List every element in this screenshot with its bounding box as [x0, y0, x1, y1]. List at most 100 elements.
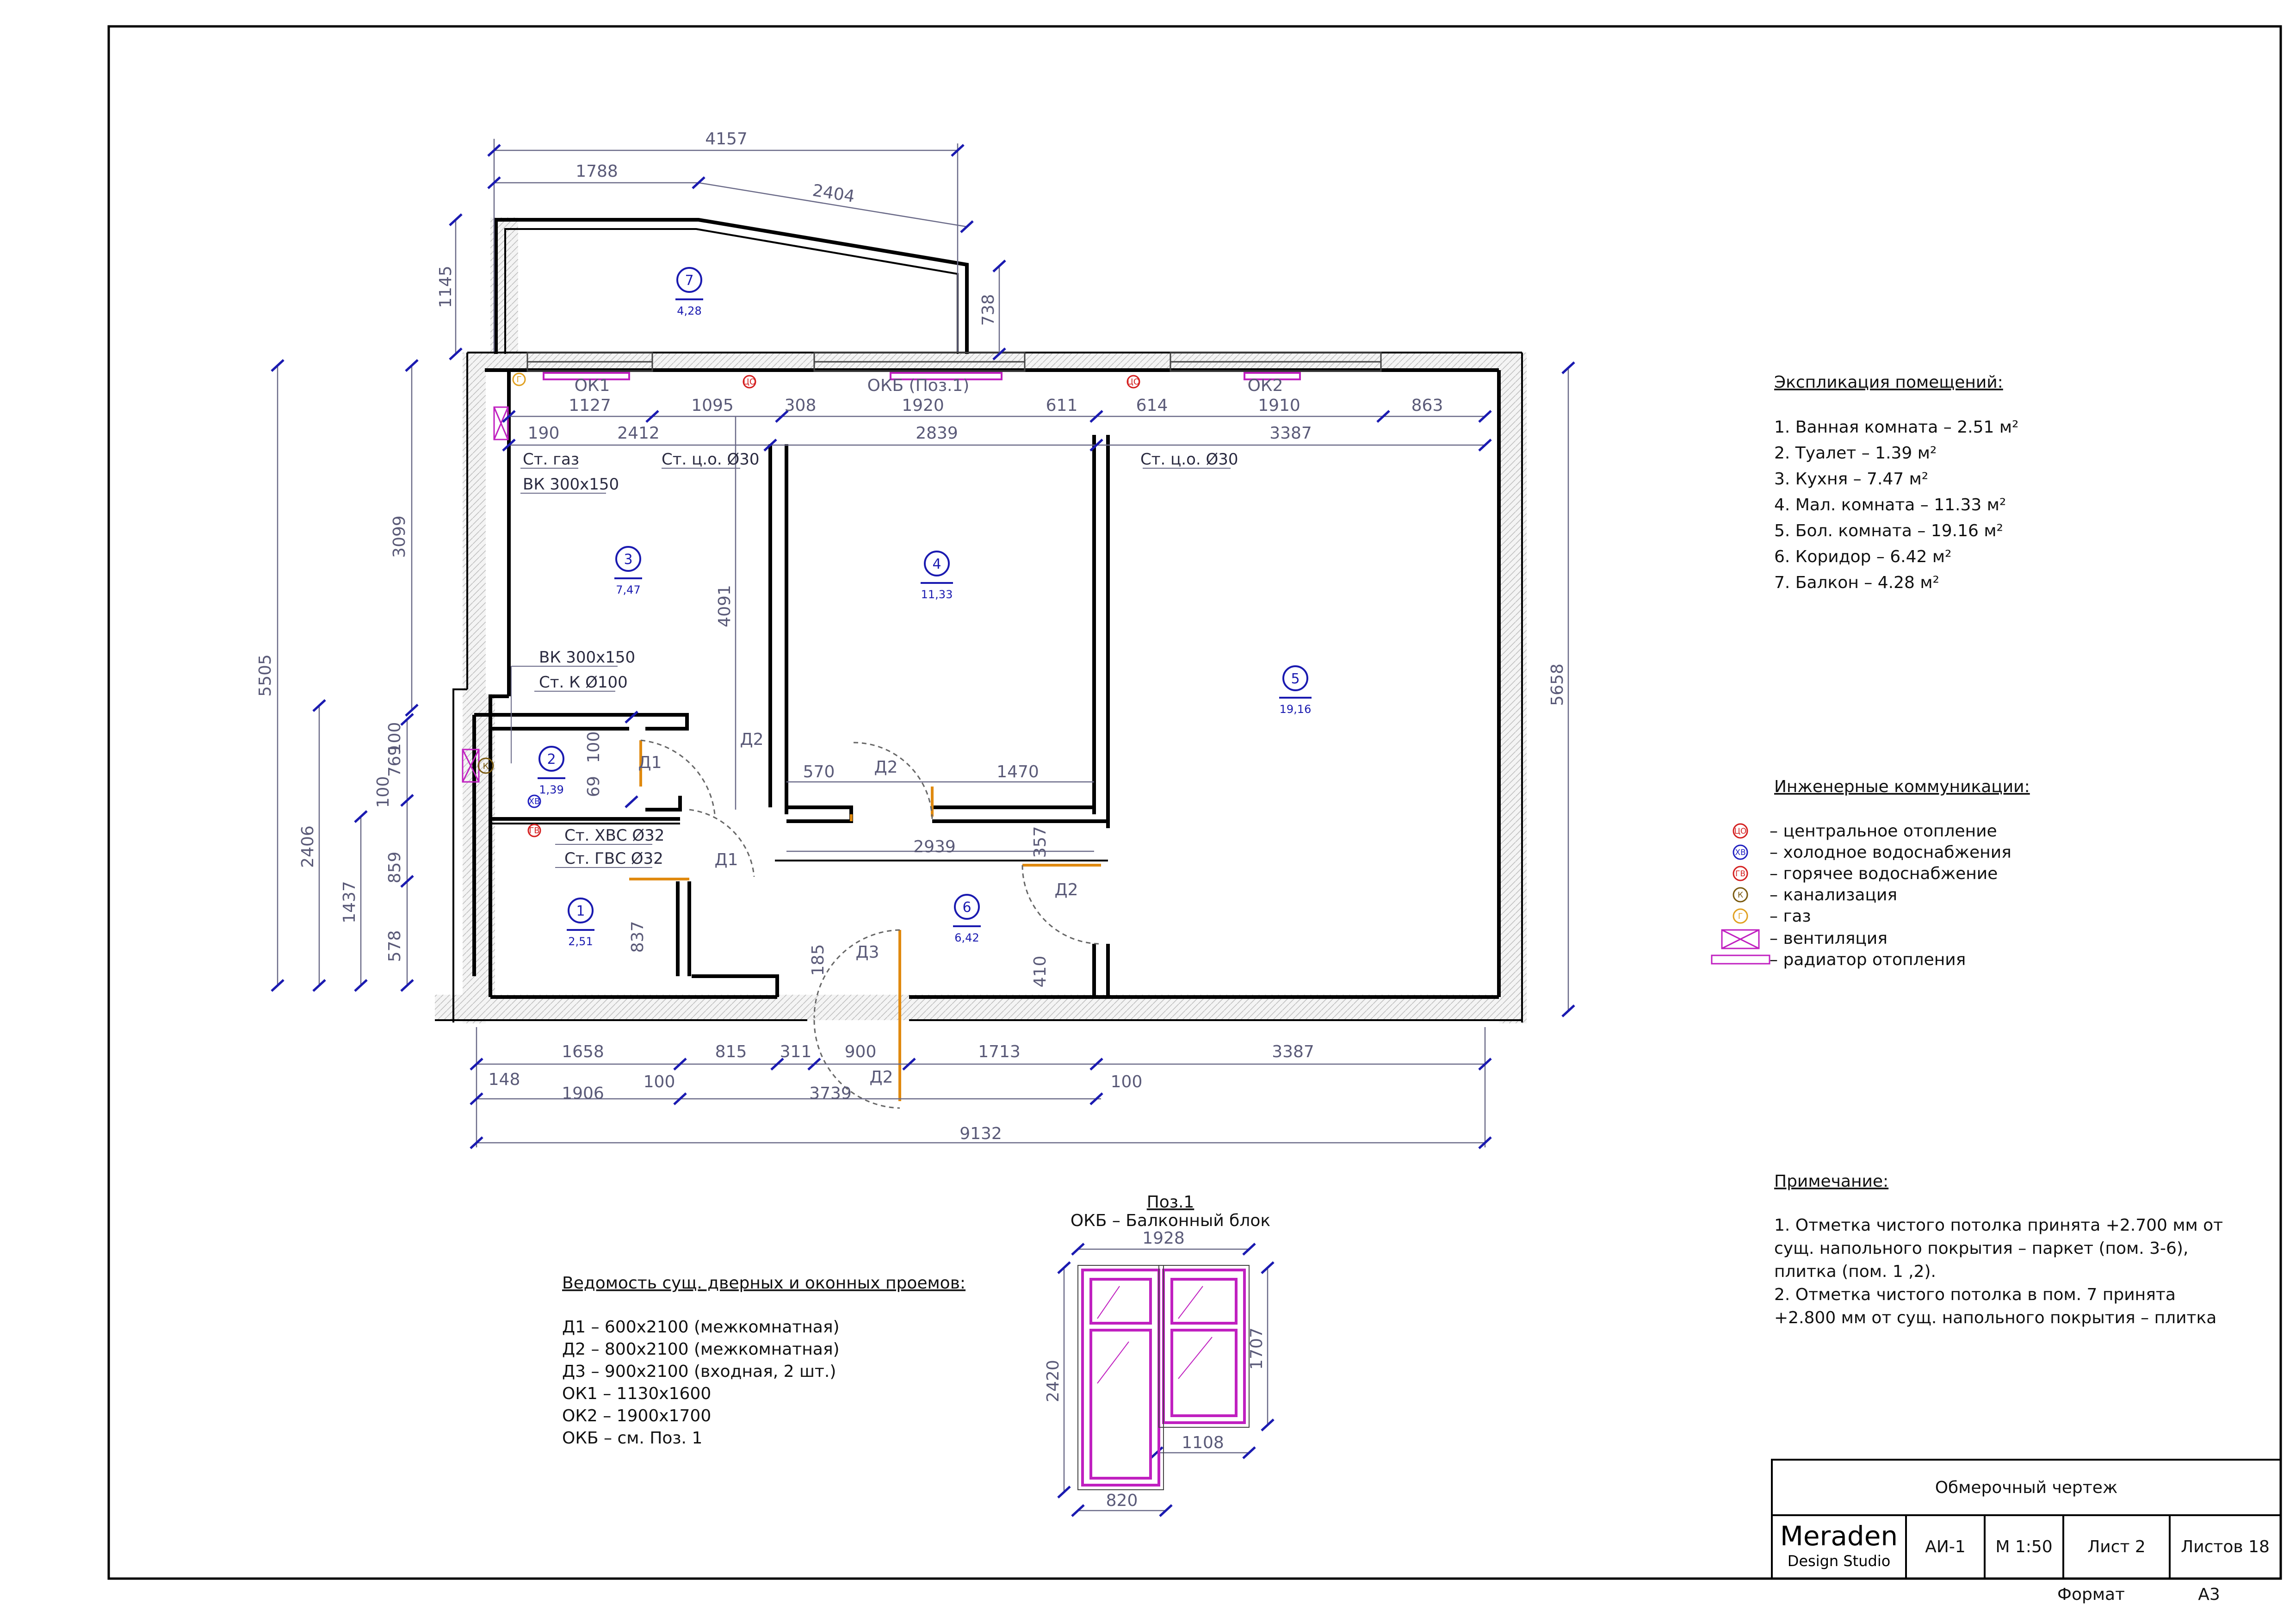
dim-small-2: 837 — [628, 921, 647, 953]
svg-text:ЦО: ЦО — [1127, 377, 1140, 387]
dim-left-stack-3: 859 — [385, 852, 404, 884]
radiators — [543, 372, 1301, 380]
svg-text:Г: Г — [1738, 912, 1743, 921]
dim-row1-0: 1127 — [569, 396, 611, 415]
note-line-5: +2.800 мм от сущ. напольного покрытия – … — [1774, 1308, 2216, 1327]
pos1-title: Поз.1 — [1147, 1193, 1194, 1212]
schedule-title: Ведомость сущ. дверных и оконных проемов… — [562, 1274, 965, 1293]
schedule-item-3: Д3 – 900х2100 (входная, 2 шт.) — [562, 1362, 836, 1381]
pos1-bottom-left: 820 — [1106, 1491, 1138, 1510]
dimension-texts: 4157 1788 2404 1145 738 1127 1095 308 19… — [256, 130, 1567, 1143]
room-2-area: 1,39 — [539, 783, 563, 796]
dim-row1-4: 611 — [1046, 396, 1078, 415]
balcony-inner — [504, 228, 959, 354]
dim-left-lower2: 1437 — [340, 881, 359, 923]
room-2-number: 2 — [547, 751, 556, 768]
legend-gas-text: – газ — [1770, 907, 1811, 926]
svg-text:К: К — [1738, 891, 1743, 900]
dim-bottom1-4: 1713 — [978, 1042, 1021, 1061]
note-title: Примечание: — [1774, 1172, 1888, 1191]
dim-left-stack-4: 578 — [385, 930, 404, 962]
dim-bottom2-3: 3739 — [809, 1084, 852, 1103]
note-line-4: 2. Отметка чистого потолка в пом. 7 прин… — [1774, 1285, 2176, 1304]
pos1-balcony-block: Поз.1 ОКБ – Балконный блок — [1044, 1193, 1275, 1517]
dim-left-stack-1: 769 — [385, 745, 404, 777]
legend-gv-text: – горячее водоснабжение — [1770, 864, 1998, 883]
note-line-2: сущ. напольного покрытия – паркет (пом. … — [1774, 1239, 2188, 1258]
room-4-area: 11,33 — [921, 588, 953, 601]
riser-gas: Ст. газ — [523, 450, 579, 469]
svg-text:ГВ: ГВ — [1735, 869, 1745, 879]
label-d1-toilet: Д1 — [638, 753, 662, 772]
label-ok1: ОК1 — [575, 376, 610, 395]
room-7-number: 7 — [685, 273, 693, 289]
riser-labels — [511, 468, 1231, 868]
riser-vk-mid: ВК 300х150 — [539, 648, 635, 667]
pos1-width: 1928 — [1142, 1229, 1185, 1248]
schedule-block: Ведомость сущ. дверных и оконных проемов… — [562, 1274, 965, 1448]
dim-bottom1-2: 311 — [780, 1042, 812, 1061]
title-block: Обмерочный чертеж Meraden Design Studio … — [1771, 1459, 2282, 1604]
explication-block: Экспликация помещений: 1. Ванная комната… — [1774, 373, 2018, 592]
dim-row1-3: 1920 — [902, 396, 944, 415]
dim-wall-4091: 4091 — [715, 585, 734, 627]
riser-texts: Ст. газ ВК 300х150 Ст. ц.о. Ø30 Ст. ц.о.… — [523, 450, 1238, 868]
explication-item-7: 7. Балкон – 4.28 м² — [1774, 573, 1939, 592]
svg-text:ЦО: ЦО — [1734, 827, 1747, 836]
explication-item-1: 1. Ванная комната – 2.51 м² — [1774, 418, 2018, 437]
label-d1-bath: Д1 — [714, 850, 738, 869]
explication-item-4: 4. Мал. комната – 11.33 м² — [1774, 496, 2006, 514]
pos1-subtitle: ОКБ – Балконный блок — [1071, 1211, 1270, 1230]
room-1-number: 1 — [576, 903, 585, 919]
dim-balcony-depth: 1145 — [436, 266, 455, 308]
dim-small-1: 100 — [584, 731, 603, 763]
opening-labels: ОК1 ОКБ (Поз.1) ОК2 Д1 Д1 Д2 Д2 Д2 Д3 Д2 — [575, 376, 1283, 1087]
explication-item-6: 6. Коридор – 6.42 м² — [1774, 547, 1951, 566]
legend-vent-icon — [1721, 929, 1760, 949]
titleblock-format-value: А3 — [2198, 1585, 2220, 1604]
room-1-area: 2,51 — [568, 935, 593, 948]
schedule-item-6: ОКБ – см. Поз. 1 — [562, 1429, 702, 1448]
legend-gas-icon — [1733, 908, 1748, 924]
dim-bottom-total: 9132 — [959, 1124, 1002, 1143]
svg-text:Г: Г — [517, 375, 522, 384]
label-d2-room4: Д2 — [874, 758, 897, 777]
dim-small-3: 357 — [1031, 826, 1050, 858]
riser-hvs: Ст. ХВС Ø32 — [564, 826, 664, 845]
label-d2-room5: Д2 — [1054, 880, 1078, 899]
schedule-item-2: Д2 – 800х2100 (межкомнатная) — [562, 1340, 840, 1359]
titleblock-logo-main: Meraden — [1780, 1520, 1898, 1552]
label-d2-kitchen: Д2 — [740, 730, 763, 749]
dim-bottom2-4: 100 — [1111, 1072, 1143, 1091]
titleblock-scale: М 1:50 — [1995, 1537, 2052, 1556]
door-swings — [640, 739, 1099, 1109]
balcony-outline — [494, 218, 969, 354]
dim-row1-6: 1910 — [1258, 396, 1300, 415]
engineering-title: Инженерные коммуникации: — [1774, 777, 2030, 796]
windows — [526, 352, 1382, 372]
dim-mid-0: 570 — [803, 762, 835, 781]
titleblock-code: АИ-1 — [1925, 1537, 1965, 1556]
note-block: Примечание: 1. Отметка чистого потолка п… — [1774, 1172, 2223, 1327]
room-6-area: 6,42 — [954, 931, 979, 944]
dim-left-total: 5505 — [256, 654, 275, 697]
legend-co-icon — [1733, 823, 1748, 839]
sheet-frame — [107, 25, 2282, 1580]
room-4-number: 4 — [932, 556, 941, 572]
legend-k-text: – канализация — [1770, 886, 1897, 904]
dim-left-kitchen: 3099 — [390, 515, 409, 558]
dim-row2-2: 2839 — [916, 424, 958, 443]
label-d3: Д3 — [855, 943, 879, 962]
svg-text:ХВ: ХВ — [529, 797, 540, 806]
room-6-number: 6 — [962, 899, 971, 916]
legend-co-text: – центральное отопление — [1770, 822, 1997, 841]
svg-text:К: К — [483, 762, 489, 771]
svg-text:ГВ: ГВ — [529, 826, 539, 836]
room-3-number: 3 — [624, 551, 632, 568]
floor-plan: Г ЦО ЦО К ХВ ГВ — [256, 130, 1575, 1149]
room-labels: 1 2,51 2 1,39 3 7,47 4 11,33 5 19,16 6 6… — [539, 273, 1311, 948]
titleblock-drawing-name: Обмерочный чертеж — [1935, 1478, 2118, 1497]
room-5-area: 19,16 — [1280, 703, 1312, 716]
pos1-bottom-right: 1108 — [1182, 1433, 1224, 1452]
dim-right-total: 5658 — [1548, 663, 1567, 706]
